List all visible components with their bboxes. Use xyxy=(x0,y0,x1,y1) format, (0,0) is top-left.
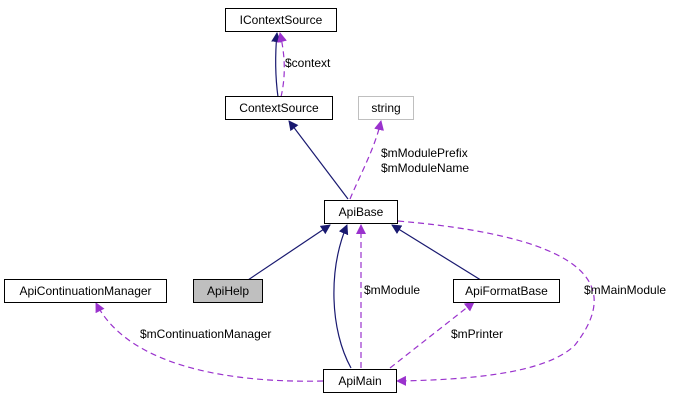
edge-apimain-apiformatbase xyxy=(389,301,475,369)
edge-apimain-apicontinuationmanager xyxy=(95,302,324,382)
node-apicontinuationmanager[interactable]: ApiContinuationManager xyxy=(4,279,167,303)
node-apiformatbase[interactable]: ApiFormatBase xyxy=(453,279,560,303)
node-apibase[interactable]: ApiBase xyxy=(324,200,398,224)
node-apihelp: ApiHelp xyxy=(193,279,263,303)
node-contextsource[interactable]: ContextSource xyxy=(225,96,333,120)
node-apimain[interactable]: ApiMain xyxy=(323,369,397,393)
node-icontextsource[interactable]: IContextSource xyxy=(225,8,337,32)
edge-label-context: $context xyxy=(285,56,331,70)
edge-apiformatbase-apibase xyxy=(391,224,485,283)
edge-apibase-apimain-mainmodule xyxy=(396,220,595,386)
edge-label-printer: $mPrinter xyxy=(451,327,503,341)
edge-apibase-string xyxy=(349,120,384,200)
edge-label-continuation-manager: $mContinuationManager xyxy=(140,327,271,341)
edge-label-module: $mModule xyxy=(364,283,420,297)
edge-apihelp-apibase xyxy=(244,224,331,283)
edge-label-module-prefix: $mModulePrefix xyxy=(381,146,468,160)
edge-contextsource-icontextsource xyxy=(271,32,282,98)
edge-contextsource-icontextsource-context xyxy=(277,32,287,98)
edge-apimain-apibase xyxy=(333,224,352,369)
edge-label-main-module: $mMainModule xyxy=(584,283,666,297)
edge-label-module-name: $mModuleName xyxy=(381,161,469,175)
node-string: string xyxy=(358,96,414,120)
edge-apibase-contextsource xyxy=(288,120,349,200)
